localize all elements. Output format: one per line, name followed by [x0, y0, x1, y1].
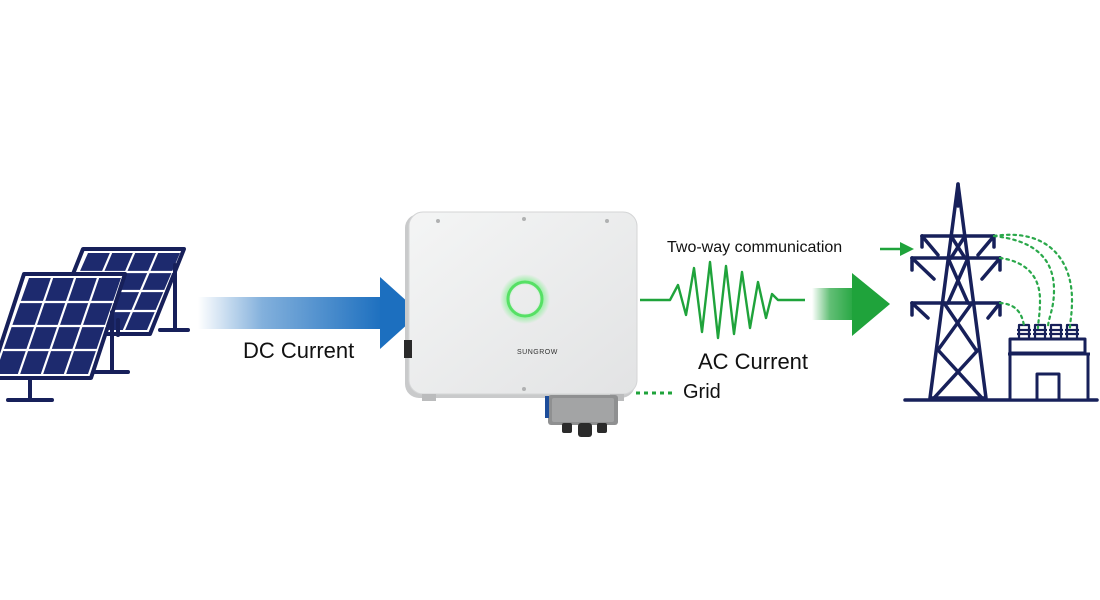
solar-panel-front: [0, 272, 130, 402]
ac-current-arrow: [812, 273, 890, 336]
dc-current-arrow: [198, 277, 420, 349]
inverter-brand-label: SUNGROW: [517, 349, 558, 356]
communication-dotted-lines: [992, 233, 1074, 330]
dc-current-label: DC Current: [243, 338, 355, 363]
substation-icon: [1008, 323, 1090, 402]
ac-current-label: AC Current: [698, 349, 809, 374]
cable-glands: [562, 423, 607, 437]
inverter-icon: [404, 211, 638, 437]
transmission-tower-icon: [903, 182, 1099, 402]
solar-panel-icon: [0, 247, 190, 402]
two-way-communication-label: Two-way communication: [667, 239, 843, 256]
grid-label: Grid: [683, 381, 721, 403]
two-way-arrow: [880, 242, 914, 256]
ac-sine-wave-icon: [640, 260, 805, 340]
